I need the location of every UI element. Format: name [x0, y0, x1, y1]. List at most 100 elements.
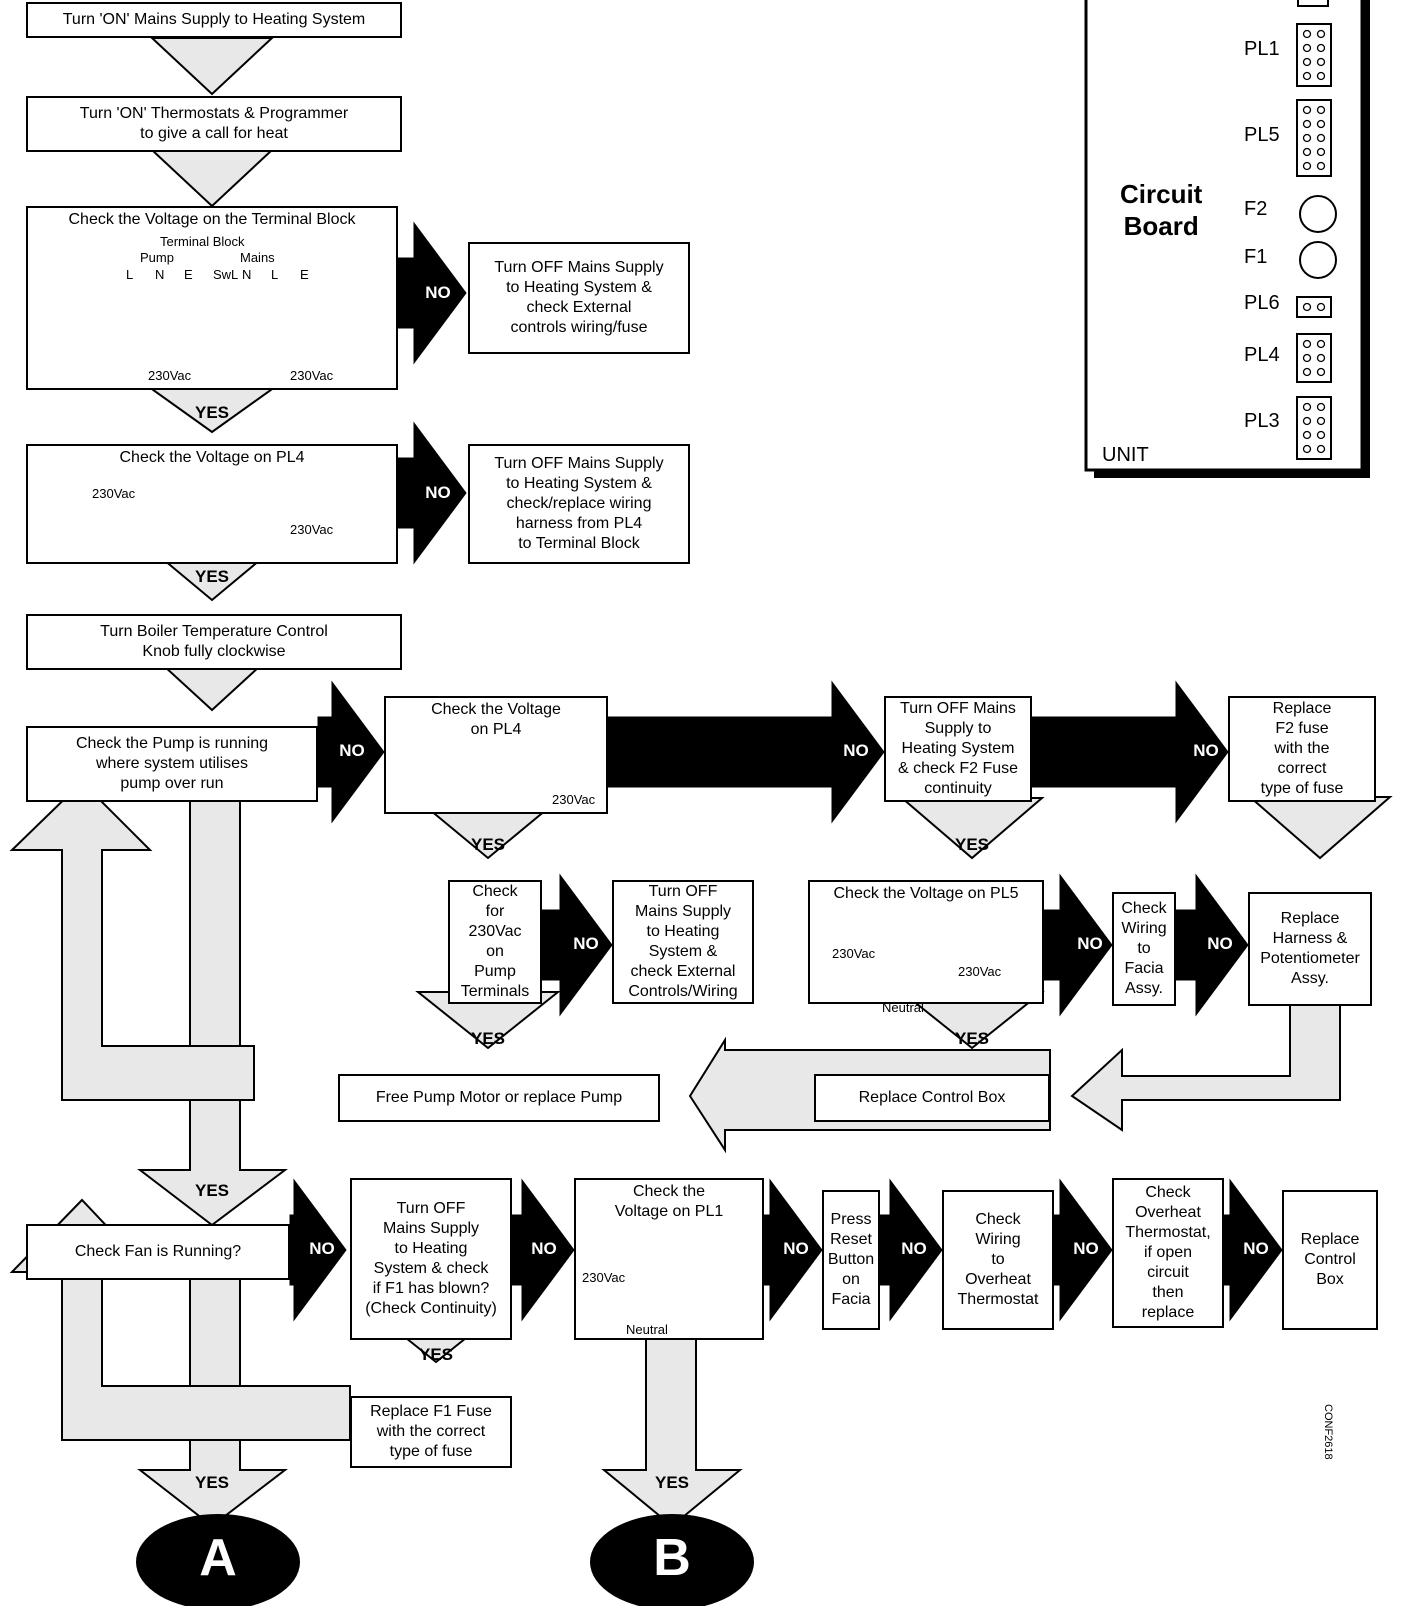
yes-label-6: YES	[954, 1029, 990, 1048]
step-check-pump: Check the Pump is running where system u…	[26, 726, 318, 802]
pl1-connector-pin	[1302, 43, 1312, 53]
pl4-connector-pin	[1316, 367, 1326, 377]
pl1-volts: 230Vac	[582, 1270, 626, 1285]
step-check-overheat: Check Overheat Thermostat, if open circu…	[1112, 1178, 1224, 1328]
yes-label-10: YES	[654, 1473, 690, 1492]
circuit-board-item-pl4: PL4	[1244, 344, 1280, 366]
terminal-volts-right: 230Vac	[290, 368, 334, 383]
no-label-10: NO	[531, 1239, 557, 1258]
arrow-harness-to-cbox	[1070, 979, 1341, 1132]
pl5-volts-right: 230Vac	[958, 964, 1002, 979]
circuit-board-item-pl1: PL1	[1244, 38, 1280, 60]
terminal-heading: Terminal Block	[160, 234, 245, 249]
pl5-connector-pin	[1302, 147, 1312, 157]
terminal-letter: N	[155, 267, 165, 282]
pl3-connector-pin	[1316, 416, 1326, 426]
step-check-wiring-overheat: Check Wiring to Overheat Thermostat	[942, 1190, 1054, 1330]
no-label-7: NO	[1077, 934, 1103, 953]
outcome-no-pl4: Turn OFF Mains Supply to Heating System …	[468, 444, 690, 564]
no-arrow-pump-terminals	[541, 873, 613, 1017]
no-label-2: NO	[425, 483, 451, 502]
loop-to-pump	[9, 780, 255, 1101]
pl3-connector-pin	[1302, 444, 1312, 454]
yes-label-7: YES	[194, 1181, 230, 1200]
pl4-connector-pin	[1302, 353, 1312, 363]
pl1-connector-pin	[1316, 29, 1326, 39]
pl5-volts-left: 230Vac	[832, 946, 876, 961]
terminal-letter: E	[300, 267, 309, 282]
pump-group-label: Pump	[140, 250, 174, 265]
pl6-connector	[1296, 296, 1332, 318]
no-arrow-pl5	[1043, 873, 1113, 1017]
mains-group-label: Mains	[240, 250, 275, 265]
pl5-connector-pin	[1316, 161, 1326, 171]
no-arrow-fan	[289, 1178, 347, 1322]
no-label-8: NO	[1207, 934, 1233, 953]
yes-label-2: YES	[194, 567, 230, 586]
step-check-pump-terminals: Check for 230Vac on Pump Terminals	[448, 880, 542, 1004]
pl4-connector	[1296, 333, 1332, 383]
circuit-board-title: Circuit Board	[1120, 179, 1203, 241]
pl1-connector-pin	[1302, 29, 1312, 39]
no-arrow-pl4b	[607, 680, 885, 824]
top-connector	[1297, 0, 1329, 7]
pl5-connector-pin	[1316, 119, 1326, 129]
pl1-neutral: Neutral	[626, 1322, 668, 1337]
step-replace-harness: Replace Harness & Potentiometer Assy.	[1248, 892, 1372, 1006]
step-replace-control-box-2: Replace Control Box	[1282, 1190, 1378, 1330]
connector-b-label: B	[653, 1529, 691, 1587]
terminal-volts-left: 230Vac	[148, 368, 192, 383]
no-arrow-terminal	[397, 221, 467, 365]
yes-trunk-pump-to-fan	[137, 784, 288, 1227]
no-label-3: NO	[339, 741, 365, 760]
circuit-board-item-pl6: PL6	[1244, 292, 1280, 314]
connector-b	[590, 1514, 754, 1606]
pl4-connector-pin	[1316, 339, 1326, 349]
f1-fuse	[1299, 241, 1337, 279]
no-label-6: NO	[573, 934, 599, 953]
step-replace-f2: Replace F2 fuse with the correct type of…	[1228, 696, 1376, 802]
figure-code: CONF2618	[1322, 1404, 1334, 1460]
terminal-letter: E	[184, 267, 193, 282]
terminal-letter: L	[271, 267, 279, 282]
yes-label-9: YES	[418, 1345, 454, 1364]
pl4b-volts: 230Vac	[552, 792, 596, 807]
pl6-connector-pin	[1316, 302, 1326, 312]
yes-label-8: YES	[194, 1473, 230, 1492]
step-check-wiring-facia: Check Wiring to Facia Assy.	[1112, 892, 1176, 1006]
pl4-volts-left: 230Vac	[92, 486, 136, 501]
terminal-letter: L	[126, 267, 134, 282]
step-turn-off-f2: Turn OFF Mains Supply to Heating System …	[884, 696, 1032, 802]
no-arrow-reset	[879, 1178, 943, 1322]
no-arrow-pl1	[763, 1178, 823, 1322]
pl3-connector-pin	[1316, 444, 1326, 454]
pl3-connector-pin	[1302, 402, 1312, 412]
yes-label-5: YES	[954, 835, 990, 854]
circuit-board-item-f1: F1	[1244, 246, 1268, 268]
step-thermostats-on: Turn 'ON' Thermostats & Programmer to gi…	[26, 96, 402, 152]
no-arrow-pump	[317, 680, 385, 824]
pl3-connector-pin	[1302, 430, 1312, 440]
step-check-pl1: Check the Voltage on PL1	[574, 1178, 764, 1340]
pl5-neutral: Neutral	[882, 1000, 924, 1015]
circuit-board-unit: UNIT	[1102, 444, 1149, 466]
step-turn-knob: Turn Boiler Temperature Control Knob ful…	[26, 614, 402, 670]
step-press-reset: Press Reset Button on Facia	[822, 1190, 880, 1330]
no-label-11: NO	[783, 1239, 809, 1258]
pl3-connector	[1296, 396, 1332, 460]
no-arrow-pl4	[397, 421, 467, 565]
circuit-board-item-pl5: PL5	[1244, 124, 1280, 146]
pl5-connector-pin	[1302, 119, 1312, 129]
pl1-connector-pin	[1316, 43, 1326, 53]
no-label-1: NO	[425, 283, 451, 302]
no-label-9: NO	[309, 1239, 335, 1258]
pl5-connector-pin	[1316, 133, 1326, 143]
connector-a-label: A	[199, 1529, 237, 1587]
pl5-connector	[1296, 99, 1332, 177]
pl1-connector-pin	[1302, 71, 1312, 81]
terminal-letter: N	[242, 267, 252, 282]
no-label-12: NO	[901, 1239, 927, 1258]
no-label-14: NO	[1243, 1239, 1269, 1258]
step-mains-on: Turn 'ON' Mains Supply to Heating System	[26, 2, 402, 38]
no-arrow-wiring-overheat	[1053, 1178, 1113, 1322]
